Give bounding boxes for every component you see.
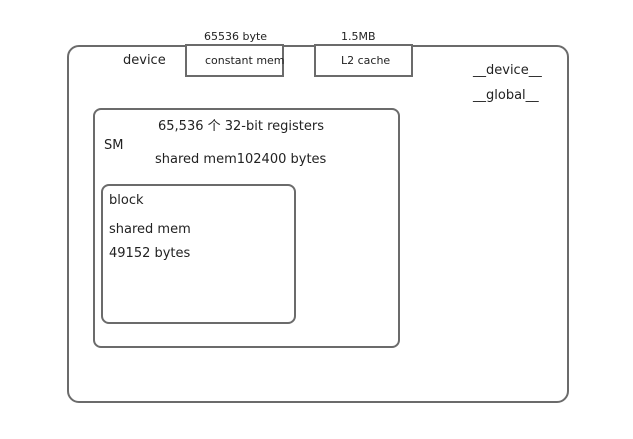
block-label: block [109, 193, 144, 208]
l2-cache-box [314, 44, 413, 77]
l2-cache-size-label: 1.5MB [341, 30, 376, 43]
constant-memory-box [185, 44, 284, 77]
block-shared-mem-label: shared mem [109, 222, 191, 237]
device-label: device [123, 53, 166, 68]
sm-label: SM [104, 138, 124, 153]
sm-registers-label: 65,536 个 32-bit registers [158, 119, 324, 134]
global-qualifier-label: __global__ [473, 88, 539, 103]
constant-mem-size-label: 65536 byte [204, 30, 268, 43]
block-shared-mem-size: 49152 bytes [109, 246, 191, 261]
constant-mem-label: constant mem [205, 54, 285, 67]
l2-cache-label: L2 cache [341, 54, 391, 67]
sm-shared-mem-label: shared mem102400 bytes [155, 152, 327, 167]
block-container [101, 184, 296, 324]
device-qualifier-label: __device__ [473, 63, 542, 78]
